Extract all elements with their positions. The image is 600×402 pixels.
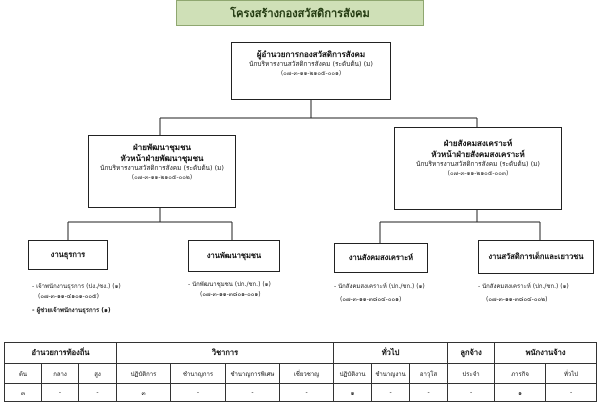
subhead: ประจำ (447, 363, 496, 384)
count-cell: - (545, 383, 598, 402)
admin-staff-1-code: (๐๗-๓-๑๑-๔๑๐๑-๐๐๕) (38, 293, 99, 300)
subhead: ชำนาญงาน (371, 363, 411, 384)
welfare-division-head: หัวหน้าฝ่ายสังคมสงเคราะห์ (431, 150, 525, 159)
section-social-welfare: งานสังคมสงเคราะห์ (334, 243, 428, 273)
subhead: เชี่ยวชาญ (278, 363, 335, 384)
welfare-division-box: ฝ่ายสังคมสงเคราะห์ หัวหน้าฝ่ายสังคมสงเคร… (394, 127, 562, 210)
director-box: ผู้อำนวยการกองสวัสดิการสังคม นักบริหารงา… (231, 42, 391, 100)
group-academic: วิชาการ (115, 342, 335, 364)
subhead: ภารกิจ (494, 363, 547, 384)
count-cell: - (278, 383, 335, 402)
child-youth-staff-code: (๐๗-๓-๑๑-๓๘๐๔-๐๐๒) (486, 296, 548, 303)
group-employee: ลูกจ้าง (447, 342, 496, 364)
group-general: ทั่วไป (333, 342, 449, 364)
social-welfare-staff-code: (๐๗-๓-๑๑-๓๘๐๔-๐๐๑) (340, 296, 402, 303)
director-title: ผู้อำนวยการกองสวัสดิการสังคม (256, 50, 366, 59)
community-division-box: ฝ่ายพัฒนาชุมชน หัวหน้าฝ่ายพัฒนาชุมชน นัก… (88, 135, 236, 208)
subhead: ชำนาญการพิเศษ (225, 363, 280, 384)
community-dev-staff-code: (๐๗-๓-๑๑-๓๘๐๑-๐๐๑) (200, 291, 261, 298)
connector-lines (67, 100, 541, 243)
count-cell: - (409, 383, 449, 402)
count-cell: - (225, 383, 280, 402)
director-code: (๐๗-๓-๑๑-๒๑๐๕-๐๐๑) (280, 70, 342, 77)
child-youth-staff: - นักสังคมสงเคราะห์ (ปก./ชก.) (๑) (478, 283, 569, 290)
section-admin: งานธุรการ (28, 240, 108, 270)
subhead: ชำนาญการ (170, 363, 226, 384)
group-local-admin: อำนวยการท้องถิ่น (4, 342, 117, 364)
community-division-code: (๐๗-๓-๑๑-๒๑๐๕-๐๐๒) (131, 174, 193, 181)
count-cell: - (371, 383, 411, 402)
community-division-name: ฝ่ายพัฒนาชุมชน (133, 143, 191, 152)
director-position: นักบริหารงานสวัสดิการสังคม (ระดับต้น) (ม… (249, 60, 373, 68)
subhead: ปฏิบัติงาน (333, 363, 373, 384)
count-cell: ๑ (494, 383, 547, 402)
welfare-division-code: (๐๗-๓-๑๑-๒๑๐๕-๐๐๓) (447, 170, 509, 177)
group-contract-staff: พนักงานจ้าง (494, 342, 598, 364)
admin-staff-2: - ผู้ช่วยเจ้าพนักงานธุรการ (๑) (32, 307, 111, 314)
welfare-division-position: นักบริหารงานสวัสดิการสังคม (ระดับต้น) (ม… (416, 160, 540, 168)
subhead: อาวุโส (409, 363, 449, 384)
community-dev-staff: - นักพัฒนาชุมชน (ปก./ชก.) (๑) (188, 281, 271, 288)
count-cell: - (170, 383, 226, 402)
section-child-youth: งานสวัสดิการเด็กและเยาวชน (478, 240, 594, 274)
subhead: กลาง (41, 363, 79, 384)
community-division-position: นักบริหารงานสวัสดิการสังคม (ระดับต้น) (ม… (100, 164, 224, 172)
count-cell: ๓ (116, 383, 171, 402)
admin-staff-1: - เจ้าพนักงานธุรการ (ปง./ชง.) (๑) (32, 283, 121, 290)
count-cell: ๓ (4, 383, 42, 402)
count-cell: ๑ (333, 383, 373, 402)
welfare-division-name: ฝ่ายสังคมสงเคราะห์ (443, 139, 513, 148)
count-cell: - (78, 383, 117, 402)
chart-title: โครงสร้างกองสวัสดิการสังคม (176, 0, 424, 26)
count-cell: - (41, 383, 79, 402)
social-welfare-staff: - นักสังคมสงเคราะห์ (ปก./ชก.) (๑) (334, 283, 425, 290)
count-cell: - (447, 383, 496, 402)
subhead: ปฏิบัติการ (116, 363, 171, 384)
subhead: ทั่วไป (545, 363, 598, 384)
community-division-head: หัวหน้าฝ่ายพัฒนาชุมชน (120, 154, 204, 163)
subhead: สูง (78, 363, 117, 384)
subhead: ต้น (4, 363, 42, 384)
section-community-dev: งานพัฒนาชุมชน (188, 240, 280, 272)
staff-summary-table: อำนวยการท้องถิ่น วิชาการ ทั่วไป ลูกจ้าง … (4, 342, 598, 402)
